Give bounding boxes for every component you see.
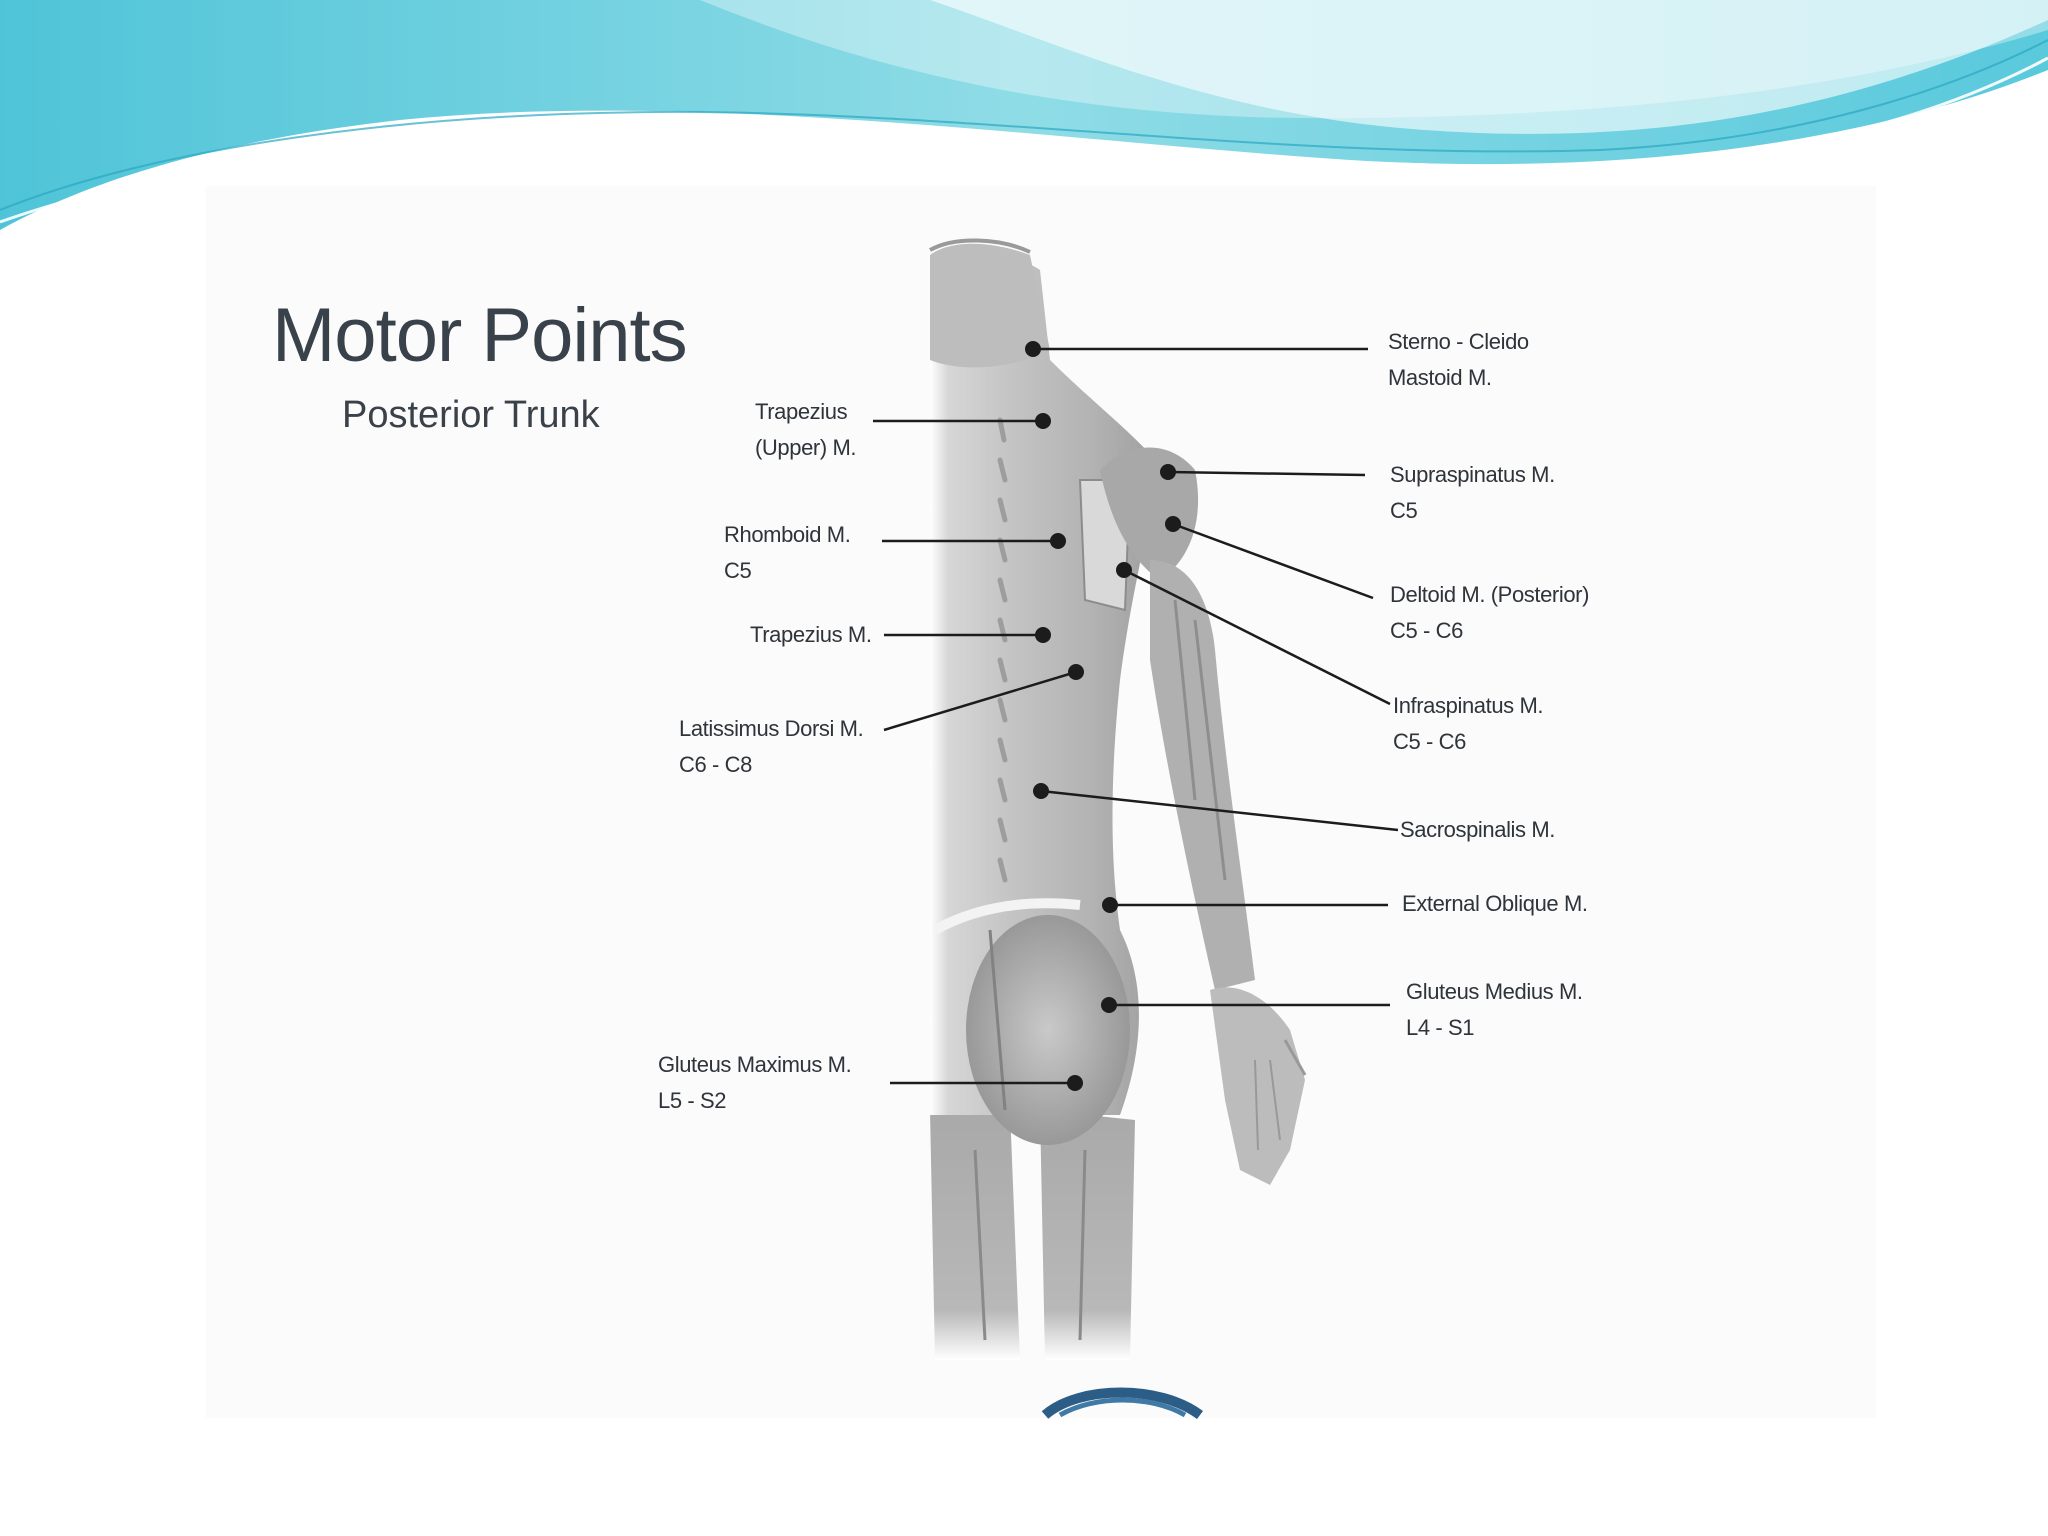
motor-point-dots [1025, 341, 1181, 1091]
label-sacrospinalis: Sacrospinalis M. [1400, 817, 1555, 842]
motor-point-trapezius-upper [1035, 413, 1051, 429]
label-supraspinatus: Supraspinatus M. C5 [1390, 462, 1555, 523]
logo-fragment [1041, 1387, 1203, 1420]
motor-point-infraspinatus [1116, 562, 1132, 578]
label-infraspinatus: Infraspinatus M. C5 - C6 [1393, 693, 1544, 754]
label-latissimus-dorsi: Latissimus Dorsi M. C6 - C8 [679, 716, 864, 777]
body-figure [929, 238, 1307, 1360]
motor-point-gluteus-medius [1101, 997, 1117, 1013]
slide-wave-decoration [0, 0, 2048, 230]
figure-title: Motor Points [272, 293, 688, 378]
motor-point-latissimus [1068, 664, 1084, 680]
label-deltoid: Deltoid M. (Posterior) C5 - C6 [1390, 582, 1590, 643]
label-sterno-cleido-mastoid: Sterno - Cleido Mastoid M. [1388, 329, 1529, 390]
leader-lines [873, 347, 1399, 1085]
label-external-oblique: External Oblique M. [1402, 891, 1588, 916]
motor-point-rhomboid [1050, 533, 1066, 549]
label-trapezius: Trapezius M. [750, 622, 872, 647]
motor-point-sterno [1025, 341, 1041, 357]
motor-point-sacrospinalis [1033, 783, 1049, 799]
motor-point-supraspinatus [1160, 464, 1176, 480]
figure-subtitle: Posterior Trunk [342, 394, 600, 436]
motor-point-trapezius [1035, 627, 1051, 643]
label-gluteus-maximus: Gluteus Maximus M. L5 - S2 [658, 1052, 852, 1113]
motor-point-gluteus-maximus [1067, 1075, 1083, 1091]
label-trapezius-upper: Trapezius (Upper) M. [755, 399, 857, 460]
label-gluteus-medius: Gluteus Medius M. L4 - S1 [1406, 979, 1583, 1040]
motor-point-deltoid [1165, 516, 1181, 532]
motor-point-external-oblique [1102, 897, 1118, 913]
label-rhomboid: Rhomboid M. C5 [724, 522, 851, 583]
